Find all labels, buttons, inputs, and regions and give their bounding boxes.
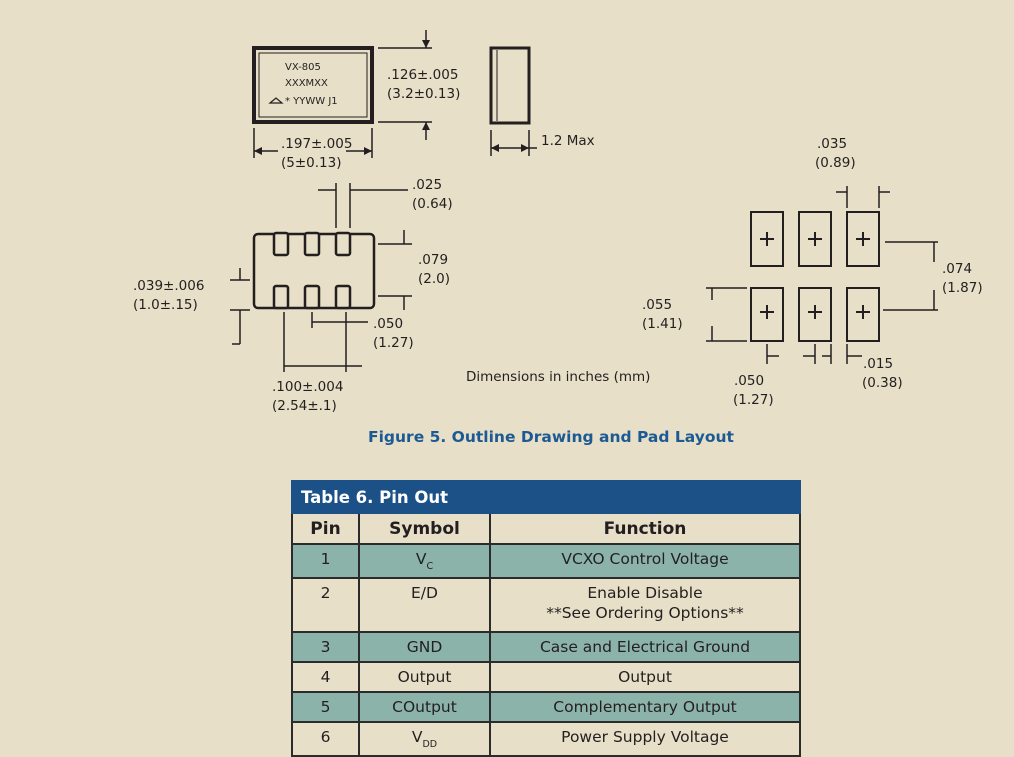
marking-line-2: XXXMXX: [285, 78, 328, 89]
pin-function: VCXO Control Voltage: [488, 543, 802, 579]
height-inch-label: .126±.005: [387, 67, 458, 83]
pad-height-inch-label: .079: [418, 252, 448, 268]
pin-function: Case and Electrical Ground: [488, 631, 802, 663]
pin-symbol: VC: [358, 543, 491, 579]
pin-number: 5: [291, 691, 360, 723]
table-row: 5 COutput Complementary Output: [291, 691, 802, 723]
land-gap-inch-label: .015: [863, 356, 893, 372]
pad-width-mm-label: (0.64): [412, 196, 453, 212]
edge-inch-label: .039±.006: [133, 278, 204, 294]
pad-width-inch-label: .025: [412, 177, 442, 193]
marking-line-1: VX-805: [285, 62, 321, 73]
pin-function: Power Supply Voltage: [488, 721, 802, 757]
figure-caption: Figure 5. Outline Drawing and Pad Layout: [368, 428, 734, 446]
pin-number: 3: [291, 631, 360, 663]
package-top-view: [252, 46, 374, 124]
land-pitch-mm-label: (1.27): [733, 392, 774, 408]
land-pattern: [750, 211, 880, 342]
header-symbol: Symbol: [358, 512, 491, 545]
pin-symbol: Output: [358, 661, 491, 693]
pin-number: 6: [291, 721, 360, 757]
pin-function: Complementary Output: [488, 691, 802, 723]
height-dimension-lines: [378, 30, 432, 140]
header-pin: Pin: [291, 512, 360, 545]
side-max-label: 1.2 Max: [541, 133, 595, 149]
table-row: 2 E/D Enable Disable**See Ordering Optio…: [291, 577, 802, 633]
package-bottom-view: [252, 231, 376, 310]
pad-dimension-lines: [230, 183, 412, 372]
row-gap-inch-label: .055: [642, 297, 672, 313]
units-note: Dimensions in inches (mm): [466, 369, 650, 385]
pin-symbol: GND: [358, 631, 491, 663]
table-row: 3 GND Case and Electrical Ground: [291, 631, 802, 663]
pin-number: 4: [291, 661, 360, 693]
pitch-mm-label: (1.27): [373, 335, 414, 351]
pitch-inch-label: .050: [373, 316, 403, 332]
pin-function: Output: [488, 661, 802, 693]
package-side-view: [489, 46, 537, 156]
pin-symbol: COutput: [358, 691, 491, 723]
land-width-mm-label: (0.89): [815, 155, 856, 171]
pin-symbol: VDD: [358, 721, 491, 757]
span-inch-label: .100±.004: [272, 379, 343, 395]
row-gap-mm-label: (1.41): [642, 316, 683, 332]
width-inch-label: .197±.005: [281, 136, 352, 152]
land-pitch-inch-label: .050: [734, 373, 764, 389]
land-height-mm-label: (1.87): [942, 280, 983, 296]
pin-function: Enable Disable**See Ordering Options**: [488, 577, 802, 633]
header-function: Function: [488, 512, 802, 545]
pin-out-table: Table 6. Pin Out Pin Symbol Function 1 V…: [290, 480, 802, 757]
pin-number: 2: [291, 577, 360, 633]
land-dimension-lines: [706, 186, 938, 364]
land-height-inch-label: .074: [942, 261, 972, 277]
table-row: 6 VDD Power Supply Voltage: [291, 721, 802, 757]
outline-drawing: VX-805 XXXMXX * YYWW J1 .126±.005 (3.2±0…: [133, 30, 983, 414]
table-row: 4 Output Output: [291, 661, 802, 693]
width-dimension-lines: [253, 128, 373, 158]
side-arrows: [491, 144, 529, 152]
land-gap-mm-label: (0.38): [862, 375, 903, 391]
table-title: Table 6. Pin Out: [290, 480, 802, 514]
pin-number: 1: [291, 543, 360, 579]
width-mm-label: (5±0.13): [281, 155, 342, 171]
land-width-inch-label: .035: [817, 136, 847, 152]
pad-height-mm-label: (2.0): [418, 271, 450, 287]
edge-mm-label: (1.0±.15): [133, 297, 198, 313]
span-mm-label: (2.54±.1): [272, 398, 337, 414]
pin-symbol: E/D: [358, 577, 491, 633]
height-arrows: [422, 40, 430, 130]
height-mm-label: (3.2±0.13): [387, 86, 460, 102]
table-row: 1 VC VCXO Control Voltage: [291, 543, 802, 579]
marking-line-3: * YYWW J1: [285, 96, 338, 107]
